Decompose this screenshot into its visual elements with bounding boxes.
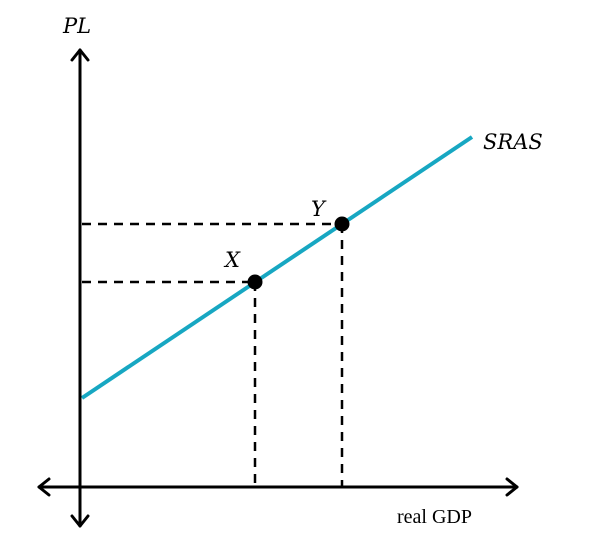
x-axis-right-arrow-icon (505, 477, 519, 497)
sras-curve (80, 135, 474, 400)
y-axis-label: PL (62, 14, 91, 38)
sras-curve-label: SRAS (483, 130, 543, 154)
y-axis-top-arrow-icon (70, 48, 90, 62)
point-x-label: X (223, 248, 241, 272)
x-axis-left-arrow-icon (37, 477, 51, 497)
y-axis-bottom-arrow-icon (70, 514, 90, 528)
x-axis-label: real GDP (397, 506, 472, 528)
point-y (334, 216, 350, 232)
point-y-label: Y (311, 197, 327, 221)
point-x (247, 274, 263, 290)
